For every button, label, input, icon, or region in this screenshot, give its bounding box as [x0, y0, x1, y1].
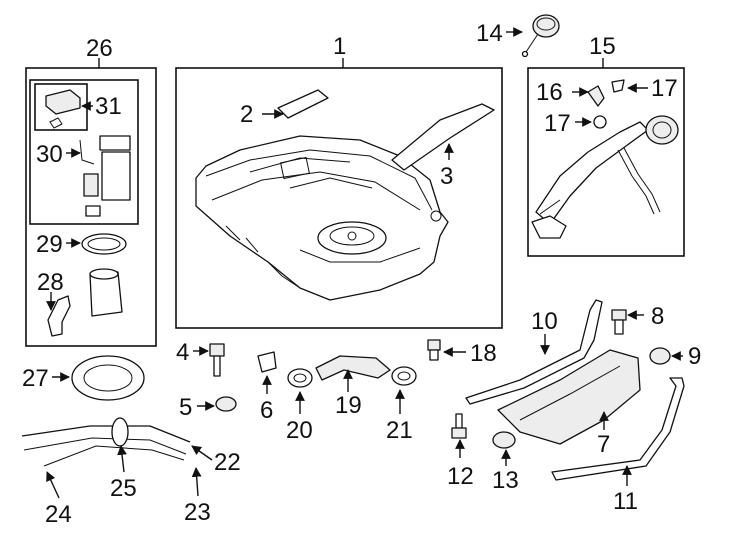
- fuel-level-sender: [45, 89, 81, 129]
- callout-23: 23: [184, 499, 211, 526]
- fuel-lines: [21, 417, 191, 467]
- callout-27: 27: [22, 365, 49, 392]
- callout-30: 30: [36, 141, 63, 168]
- callout-18: 18: [470, 340, 497, 367]
- callout-13: 13: [492, 467, 519, 494]
- vent-hose: [315, 355, 391, 381]
- vent-hose-clamp-left: [287, 368, 313, 388]
- shield-bolt: [451, 413, 467, 439]
- bushing: [257, 351, 277, 373]
- fuel-pump-module: [79, 135, 131, 217]
- callout-24: 24: [45, 501, 72, 528]
- drain-bolt: [427, 339, 441, 361]
- callout-25: 25: [110, 475, 137, 502]
- callout-19: 19: [335, 392, 362, 419]
- tank-heat-shield: [497, 349, 641, 445]
- pump-bracket: [47, 295, 71, 337]
- fuel-strainer: [89, 268, 123, 317]
- callout-8: 8: [651, 303, 664, 330]
- callout-28: 28: [37, 269, 64, 296]
- filler-hose: [587, 85, 605, 107]
- callout-11: 11: [613, 488, 638, 515]
- hose-clamp-lower: [593, 115, 607, 129]
- callout-22: 22: [214, 449, 241, 476]
- callout-17-upper: 17: [651, 75, 678, 102]
- filler-pipe: [531, 115, 679, 239]
- fuel-tank-strap-rear: [551, 377, 685, 481]
- grommet: [215, 396, 237, 412]
- callout-5: 5: [179, 394, 192, 421]
- heat-insulator-large: [391, 103, 495, 171]
- callout-6: 6: [260, 397, 273, 424]
- bolt: [209, 343, 225, 377]
- callout-29: 29: [36, 231, 63, 258]
- fuel-pump-module-box: [29, 79, 139, 225]
- callout-26: 26: [86, 35, 113, 62]
- callout-3: 3: [440, 163, 453, 190]
- strap-grommet: [649, 347, 671, 365]
- callout-17-lower: 17: [544, 110, 571, 137]
- callout-2: 2: [240, 101, 253, 128]
- hose-clamp-upper: [611, 79, 625, 93]
- callout-4: 4: [176, 339, 189, 366]
- callout-1: 1: [333, 33, 346, 60]
- callout-16: 16: [536, 79, 563, 106]
- callout-14: 14: [476, 20, 503, 47]
- heat-insulator-small: [277, 89, 329, 119]
- fuel-cap: [521, 14, 560, 58]
- callout-12: 12: [447, 463, 474, 490]
- callout-9: 9: [688, 343, 701, 370]
- callout-31: 31: [95, 93, 122, 120]
- fuel-pump-assembly-box: [25, 67, 157, 347]
- callout-15: 15: [589, 33, 616, 60]
- pump-o-ring: [81, 233, 127, 255]
- callout-7: 7: [597, 431, 610, 458]
- callout-10: 10: [531, 308, 558, 335]
- filler-pipe-box: [527, 67, 685, 257]
- fuel-tank-box: [175, 67, 503, 329]
- vent-hose-clamp-right: [391, 366, 417, 386]
- callout-20: 20: [286, 417, 313, 444]
- callout-21: 21: [386, 417, 413, 444]
- strap-bolt: [611, 309, 627, 335]
- shield-nut: [492, 431, 516, 449]
- lock-ring: [71, 355, 145, 401]
- fuel-tank-strap-front: [465, 299, 603, 405]
- fuel-tank: [195, 135, 449, 301]
